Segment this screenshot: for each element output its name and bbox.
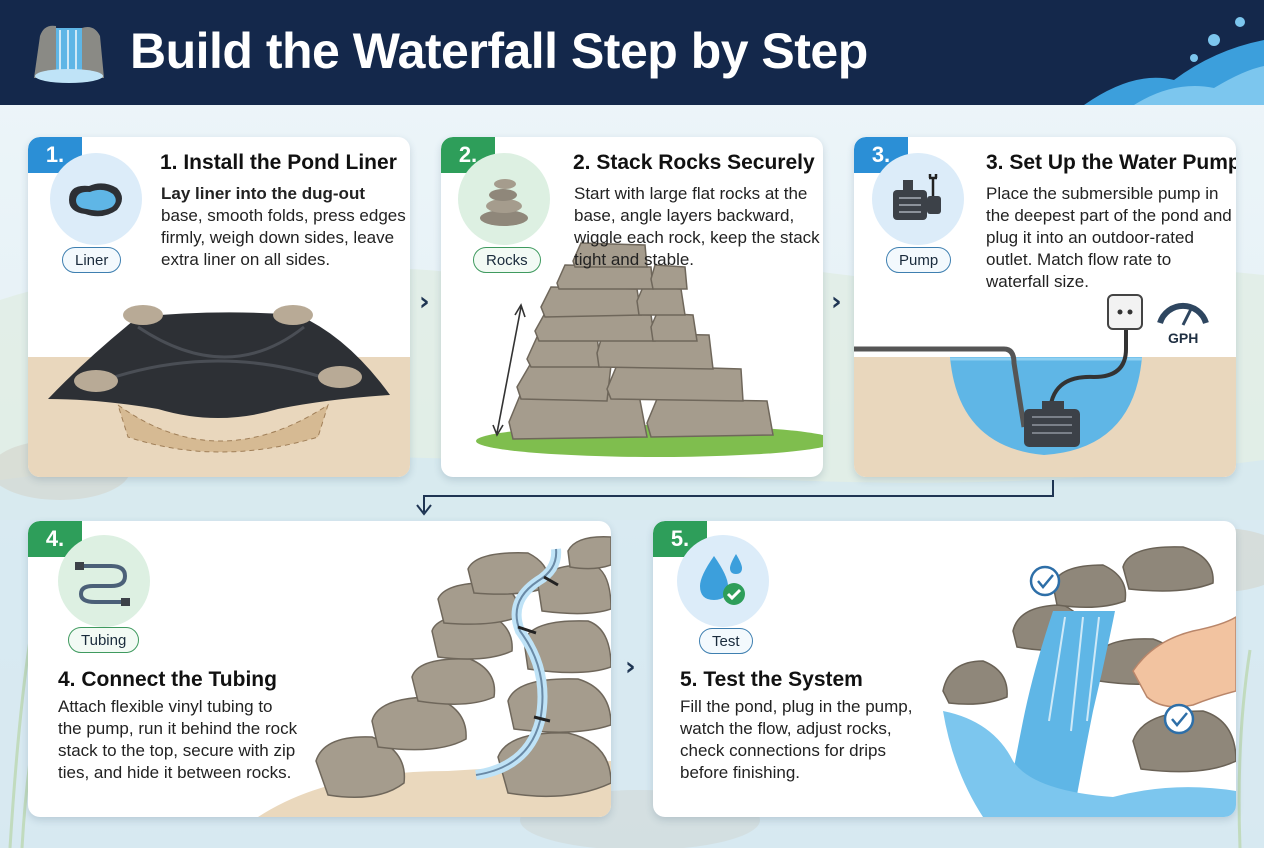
page-title: Build the Waterfall Step by Step <box>130 23 868 79</box>
step-title: 3. Set Up the Water Pump <box>986 151 1236 174</box>
tubing-illustration <box>258 536 611 817</box>
step-badge: 4. <box>28 521 82 557</box>
step-card-3: 3. Pump 3. Set Up the Water Pump Place t… <box>854 137 1236 477</box>
water-drop-check-icon <box>700 554 745 605</box>
label-pill: Tubing <box>68 627 140 653</box>
pump-illustration <box>854 294 1236 477</box>
pond-liner-icon <box>69 183 122 217</box>
step-title: 1. Install the Pond Liner <box>160 151 397 174</box>
step-badge: 5. <box>653 521 707 557</box>
step-description: Place the submersible pump in the deepes… <box>986 184 1232 291</box>
gph-gauge-label: GPH <box>1168 330 1199 346</box>
step-title: 2. Stack Rocks Securely <box>573 151 815 174</box>
icon-circle <box>458 153 550 245</box>
rock-stack-illustration <box>476 242 823 457</box>
icon-circle <box>58 535 150 627</box>
pond-liner-illustration <box>28 305 410 477</box>
page-header: Build the Waterfall Step by Step <box>0 0 1264 105</box>
water-splash-decoration <box>1084 17 1264 105</box>
step-title: 5. Test the System <box>680 668 863 691</box>
label-pill: Rocks <box>473 247 541 273</box>
step-card-4: 4. Tubing 4. Connect the Tubing Attach f… <box>28 521 611 817</box>
icon-circle <box>50 153 142 245</box>
next-step-arrow: › <box>831 287 842 317</box>
step-card-2: 2. Rocks 2. Stack Rocks Securely Start w… <box>441 137 823 477</box>
step-description: Attach flexible vinyl tubing to the pump… <box>58 697 298 782</box>
label-pill: Pump <box>886 247 952 273</box>
step-title: 4. Connect the Tubing <box>58 668 277 691</box>
step-description-bold: Lay liner into the dug-out <box>161 184 365 203</box>
pump-icon <box>893 174 941 220</box>
waterfall-icon <box>34 25 104 83</box>
tubing-icon <box>75 562 130 606</box>
icon-circle <box>677 535 769 627</box>
step-description: Start with large flat rocks at the base,… <box>574 184 820 269</box>
icon-circle <box>872 153 964 245</box>
step-card-1: 1. Liner 1. Install the Pond Liner Lay l… <box>28 137 410 477</box>
step-description: Lay liner into the dug-out base, smooth … <box>161 183 407 271</box>
rocks-icon <box>480 179 528 226</box>
test-system-illustration <box>942 546 1236 817</box>
step-description-text: base, smooth folds, press edges firmly, … <box>161 206 406 269</box>
label-pill: Liner <box>62 247 122 273</box>
next-step-arrow: › <box>419 287 430 317</box>
step-description: Fill the pond, plug in the pump, watch t… <box>680 697 913 782</box>
next-step-arrow: › <box>625 652 636 682</box>
label-pill: Test <box>699 628 753 654</box>
step-card-5: 5. Test 5. Test the System Fill the pond… <box>653 521 1236 817</box>
